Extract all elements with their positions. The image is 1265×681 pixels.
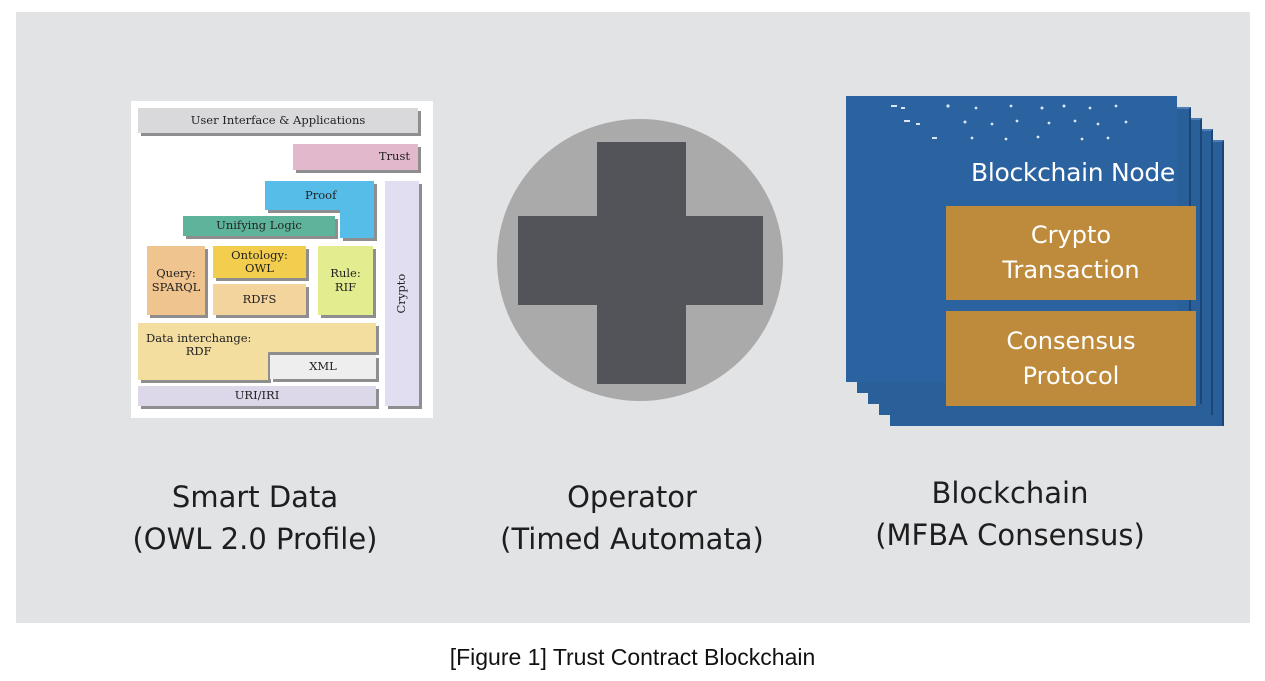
layer-user-interface: User Interface & Applications	[138, 108, 418, 133]
caption-operator: Operator (Timed Automata)	[500, 480, 764, 557]
layer-query: Query: SPARQL	[147, 246, 205, 315]
plus-icon-horizontal-bar	[518, 216, 763, 305]
layer-proof: Proof	[265, 181, 377, 241]
layer-trust: Trust	[293, 144, 418, 170]
layer-ontology: Ontology: OWL	[213, 246, 306, 278]
layer-unifying-logic: Unifying Logic	[183, 216, 335, 236]
layer-data-interchange: Data interchange: RDF	[138, 323, 379, 383]
layer-data-interchange-label: Data interchange: RDF	[146, 331, 252, 359]
consensus-protocol-box: Consensus Protocol	[946, 311, 1196, 406]
layer-crypto-label: Crypto	[394, 273, 409, 314]
layer-uri-iri: URI/IRI	[138, 386, 376, 406]
node-title: Blockchain Node	[970, 158, 1175, 187]
layer-crypto: Crypto	[385, 181, 419, 406]
figure-caption: [Figure 1] Trust Contract Blockchain	[449, 644, 816, 670]
layer-proof-label: Proof	[305, 188, 337, 202]
crypto-transaction-box: Crypto Transaction	[946, 206, 1196, 300]
layer-rule: Rule: RIF	[318, 246, 373, 315]
layer-xml: XML	[270, 355, 376, 379]
node-texture-dots	[891, 104, 1128, 141]
layer-rdfs: RDFS	[213, 284, 306, 315]
blockchain-node: Blockchain Node Crypto Transaction Conse…	[846, 96, 1196, 406]
caption-blockchain: Blockchain (MFBA Consensus)	[875, 476, 1145, 553]
caption-smart-data: Smart Data (OWL 2.0 Profile)	[132, 480, 378, 557]
semantic-web-stack: User Interface & Applications Trust Proo…	[131, 101, 433, 418]
